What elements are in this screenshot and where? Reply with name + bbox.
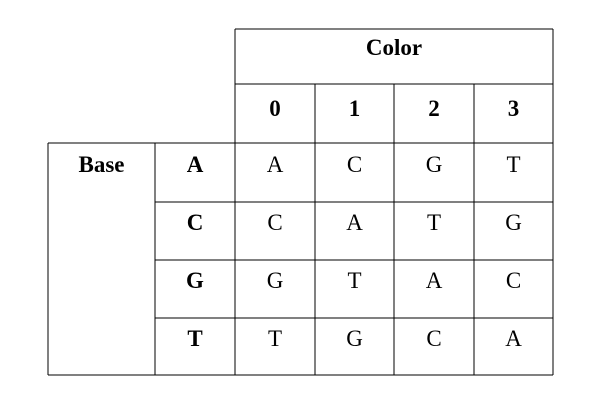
table-cell: C [267, 209, 283, 235]
table-cell: G [505, 209, 522, 235]
table-cell: T [426, 209, 442, 235]
table-cell: A [425, 267, 443, 293]
table-cell: A [346, 209, 363, 235]
table-cell: T [267, 325, 283, 351]
table-cell: C [346, 151, 363, 177]
row-base-label: G [186, 267, 204, 293]
table-cell: T [506, 151, 521, 177]
table-cell: G [425, 151, 443, 177]
row-base-label: A [186, 151, 204, 177]
table-cell: G [346, 325, 363, 351]
color-code-header-0: 0 [269, 96, 281, 121]
row-base-label: C [186, 209, 204, 235]
color-group-header: Color [365, 35, 423, 60]
color-code-header-2: 2 [428, 96, 440, 121]
table-cell: A [266, 151, 284, 177]
table-cell: G [266, 267, 284, 293]
color-code-header-1: 1 [348, 96, 361, 121]
row-base-label: T [187, 325, 203, 351]
base-row-group-label: Base [78, 151, 125, 177]
table-cell: A [505, 325, 522, 351]
color-code-header-3: 3 [507, 96, 520, 121]
table-cell: C [426, 325, 442, 351]
table-cell: C [505, 267, 522, 293]
table-cell: T [347, 267, 362, 293]
